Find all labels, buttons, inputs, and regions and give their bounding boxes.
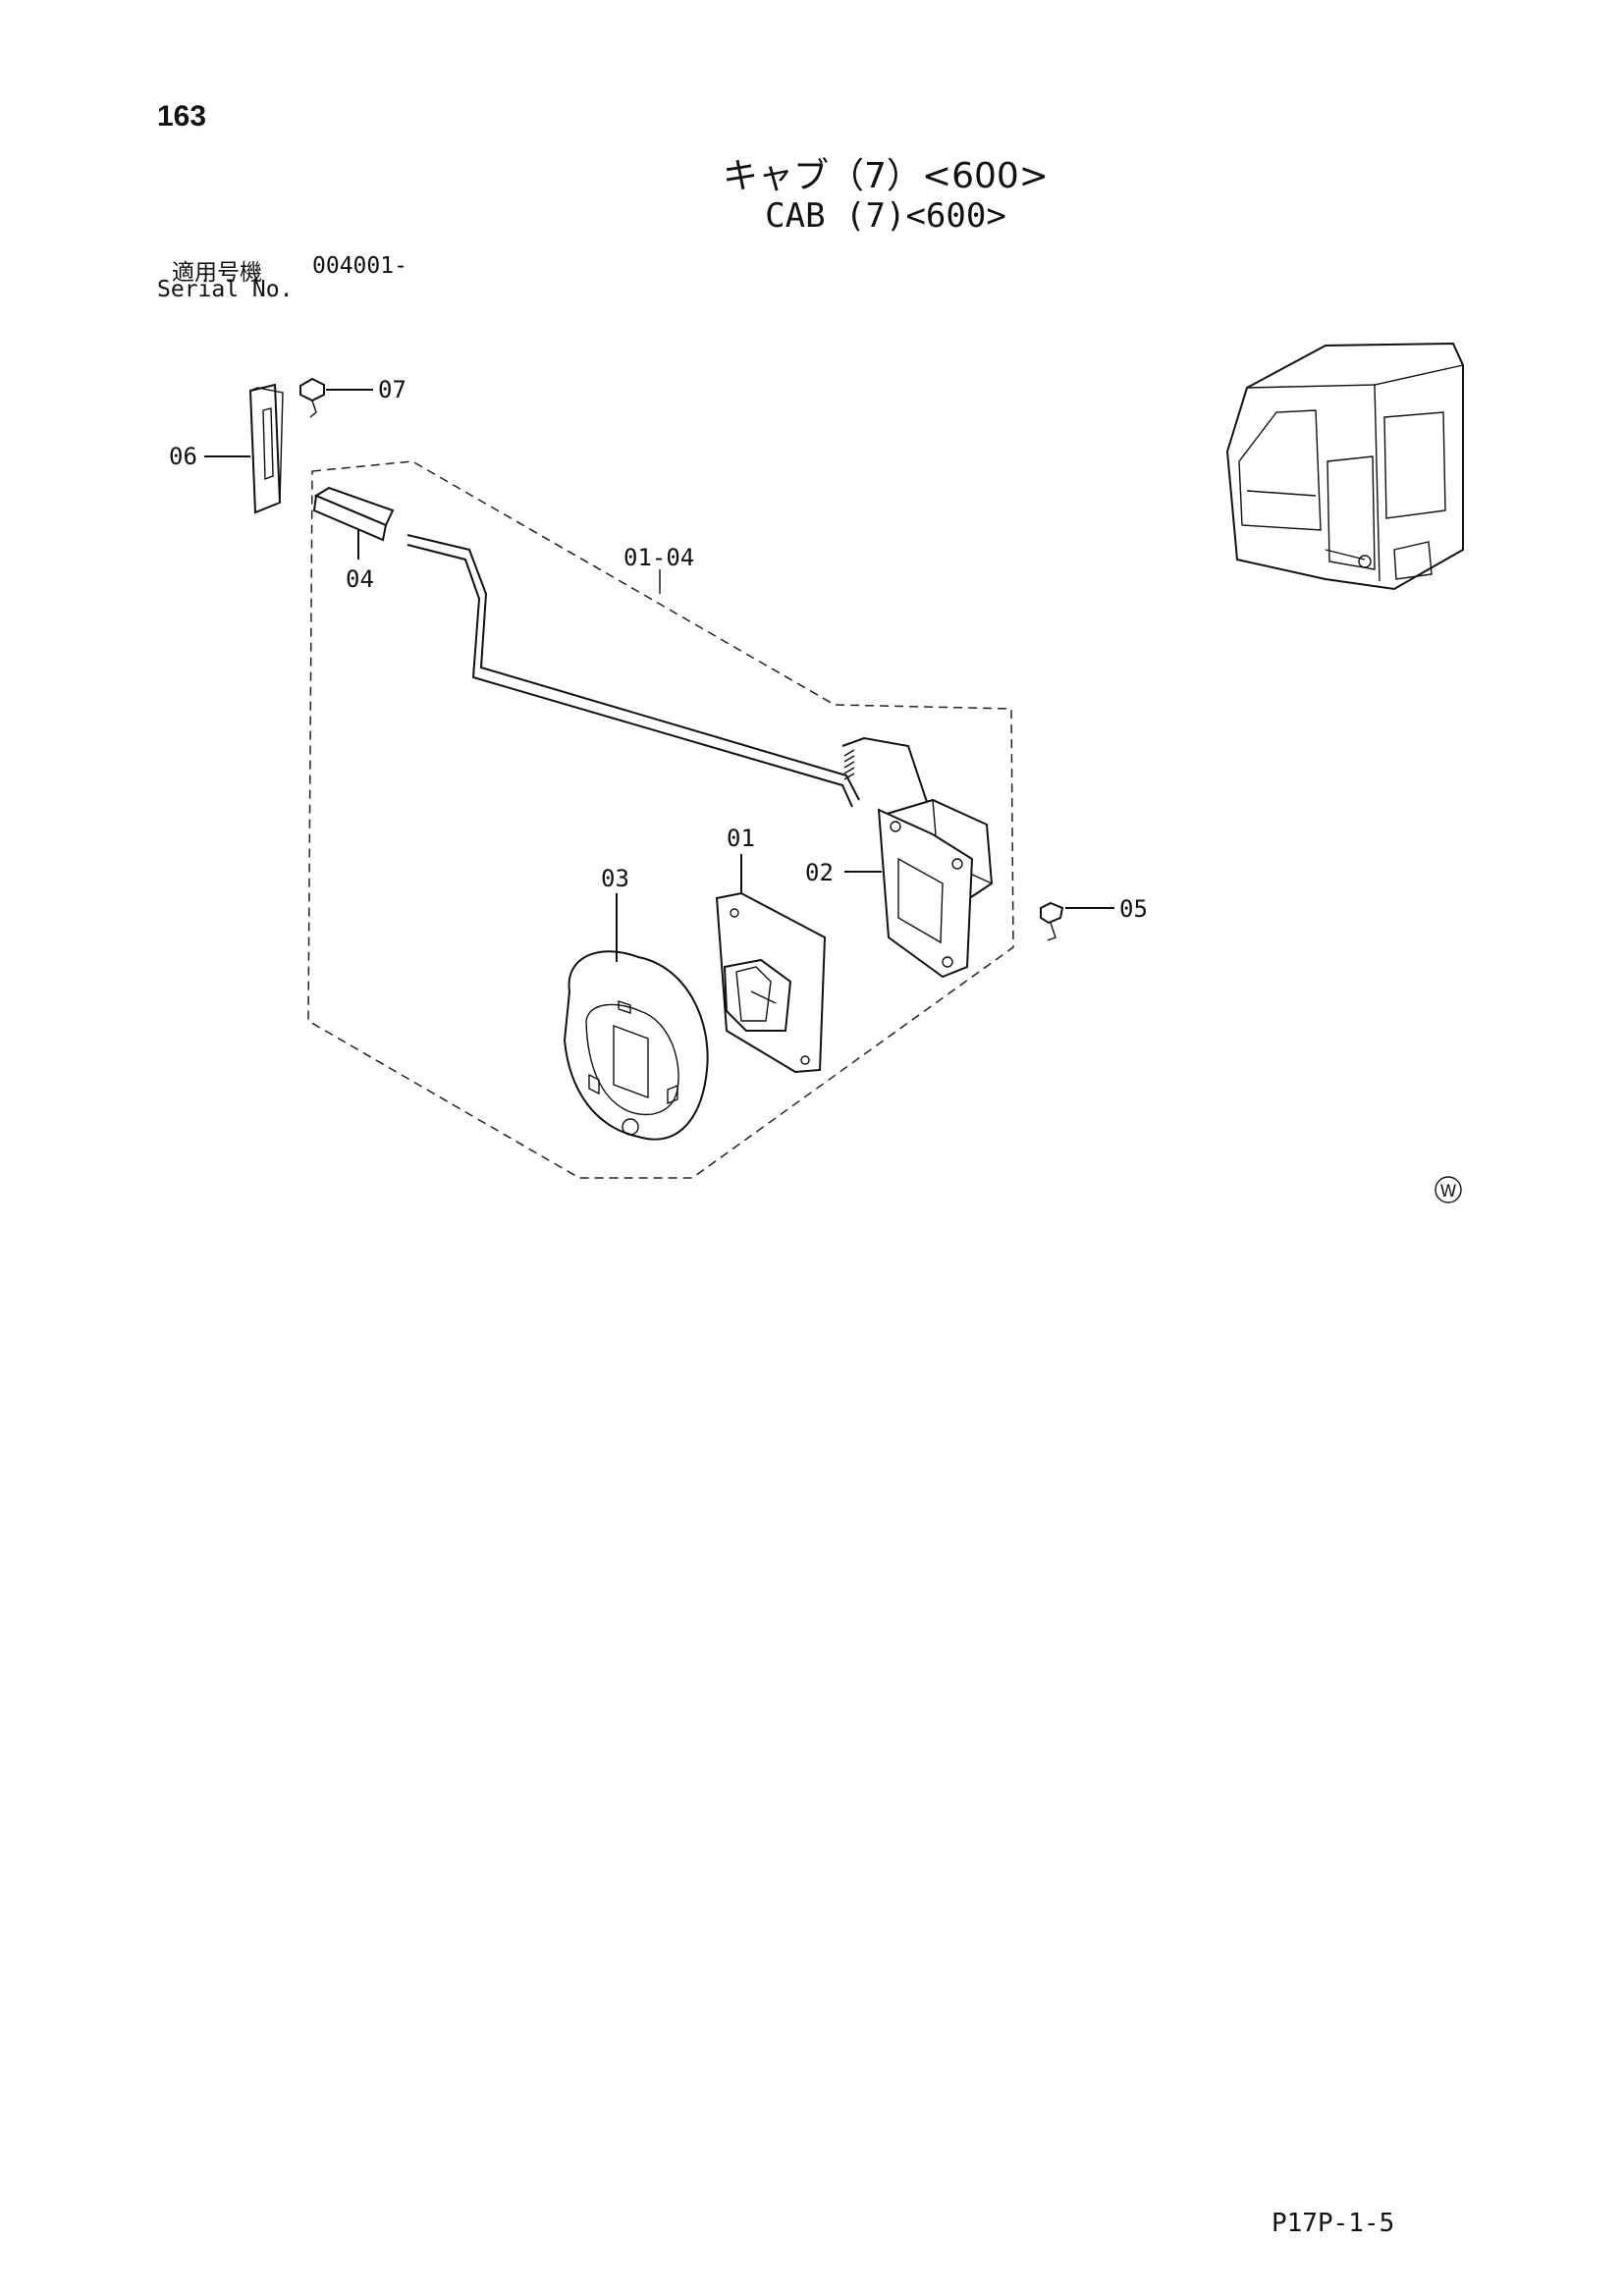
bolt-icon bbox=[1040, 901, 1064, 941]
rod-icon bbox=[406, 534, 860, 808]
serial-value: 004001- bbox=[312, 253, 407, 279]
callout-06: 06 bbox=[169, 443, 197, 470]
page-number: 163 bbox=[157, 100, 207, 133]
latch-icon bbox=[877, 798, 994, 979]
title-english: CAB (7)<600> bbox=[765, 196, 1006, 236]
callout-07: 07 bbox=[378, 376, 406, 403]
serial-label-japanese: 適用号機 bbox=[172, 260, 262, 286]
spring-icon bbox=[843, 749, 855, 780]
callout-01: 01 bbox=[727, 825, 755, 852]
callout-02: 02 bbox=[805, 859, 834, 886]
grip-icon bbox=[312, 486, 395, 542]
callout-01-04: 01-04 bbox=[623, 544, 694, 571]
bolt-icon bbox=[299, 377, 325, 418]
w-badge: W bbox=[1435, 1176, 1462, 1203]
callout-03: 03 bbox=[601, 865, 629, 892]
handle-icon bbox=[248, 383, 284, 514]
footer-code: P17P-1-5 bbox=[1272, 2209, 1395, 2238]
cover-icon bbox=[563, 950, 709, 1141]
w-badge-label: W bbox=[1440, 1182, 1457, 1201]
assembly-boundary bbox=[307, 460, 1014, 1179]
plate-icon bbox=[715, 891, 827, 1074]
title-japanese: キャブ（7）<600> bbox=[723, 156, 1049, 196]
parts-diagram: 07 06 04 01-04 02 05 bbox=[169, 342, 1464, 1203]
serial-label-english: Serial No. bbox=[157, 277, 294, 302]
callout-05: 05 bbox=[1119, 895, 1148, 923]
callout-04: 04 bbox=[346, 565, 374, 593]
cab-overview-icon bbox=[1225, 342, 1464, 591]
